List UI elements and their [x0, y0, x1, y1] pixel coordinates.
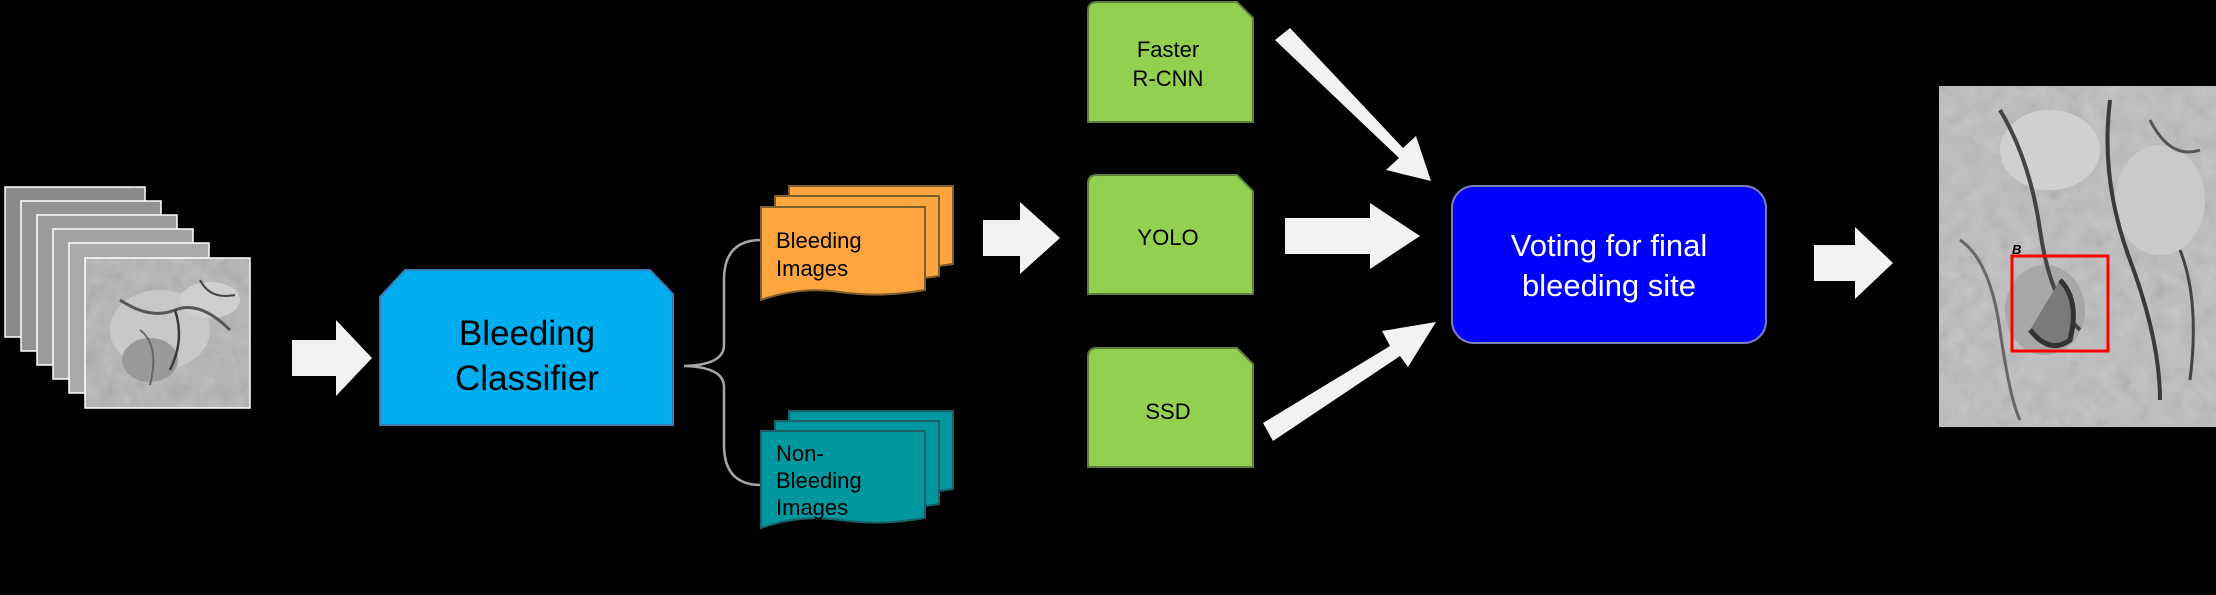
- voting-label-line1: Voting for final: [1511, 228, 1707, 263]
- faster-rcnn-node: Faster R-CNN: [1087, 1, 1254, 123]
- output-marker-label: B: [2012, 242, 2021, 257]
- split-brace: [683, 238, 762, 487]
- voting-node: Voting for final bleeding site: [1451, 185, 1767, 344]
- yolo-node: YOLO: [1087, 174, 1254, 295]
- block-arrow-icon: [1285, 203, 1420, 269]
- bleeding-site-detection-box: [2010, 254, 2110, 353]
- classifier-label-line2: Classifier: [455, 359, 599, 398]
- bleeding-images-label-line2: Images: [776, 256, 848, 281]
- bleeding-classifier-node: Bleeding Classifier: [379, 269, 674, 426]
- input-image-stack: ···: [4, 186, 251, 409]
- faster-rcnn-label-line1: Faster: [1137, 37, 1199, 62]
- bleeding-images-node: Bleeding Images: [760, 185, 954, 302]
- block-arrow-icon: [292, 320, 372, 396]
- non-bleeding-images-label-line2: Bleeding: [776, 468, 862, 493]
- non-bleeding-images-node: Non- Bleeding Images: [760, 410, 954, 530]
- ssd-node: SSD: [1087, 347, 1254, 468]
- ssd-label: SSD: [1145, 399, 1190, 424]
- faster-rcnn-label-line2: R-CNN: [1133, 66, 1204, 91]
- angiography-image-stack-icon: [85, 258, 250, 408]
- non-bleeding-images-label-line3: Images: [776, 495, 848, 520]
- voting-label-line2: bleeding site: [1522, 268, 1696, 303]
- svg-text:···: ···: [128, 186, 132, 191]
- block-arrow-icon: [983, 202, 1060, 274]
- bleeding-images-label-line1: Bleeding: [776, 228, 862, 253]
- classifier-label-line1: Bleeding: [459, 314, 595, 353]
- block-arrow-icon: [1275, 28, 1431, 181]
- block-arrow-icon: [1814, 227, 1893, 299]
- block-arrow-icon: [1263, 322, 1436, 441]
- yolo-label: YOLO: [1137, 225, 1198, 250]
- non-bleeding-images-label-line1: Non-: [776, 441, 824, 466]
